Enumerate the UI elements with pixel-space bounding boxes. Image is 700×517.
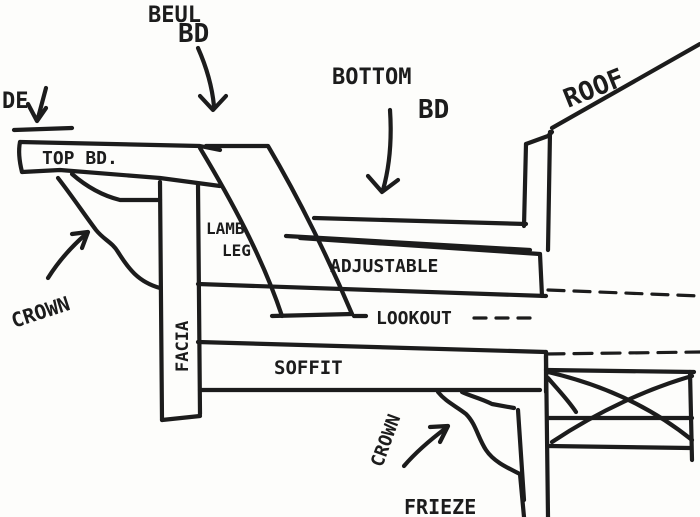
roof-and-wall [521,41,700,253]
top-bd-label: TOP BD. [42,148,118,169]
crown-lower-arrow [401,423,451,469]
wall-framing [543,353,697,517]
lookout-label: LOOKOUT [376,308,452,329]
leg-label: LEG [222,241,251,260]
crown-lower-label: CROWN [367,412,405,470]
facia-board [157,179,203,423]
soffit-board [197,349,549,395]
adjustable-lookout-boards [195,235,549,355]
between-bd-arrow [195,45,229,113]
lookout-extension-dashes [472,288,700,320]
facia-label: FACIA [173,321,193,372]
bottom-label: BOTTOM [332,65,411,90]
adjustable-label: ADJUSTABLE [330,256,438,277]
lamb-leg-board [197,143,355,319]
soffit-extension-dashes [544,350,700,356]
crown-left-label: CROWN [8,291,73,332]
side-arrow [25,85,49,124]
lamb-label: LAMB [206,219,245,238]
between-bd-label: BD [178,19,209,49]
side-partial-label: DE [2,89,29,114]
frieze-label: FRIEZE [404,495,476,517]
crown-molding-lower [435,389,527,517]
soffit-label: SOFFIT [274,357,343,379]
bottom-bd-label: BD [418,95,449,125]
bottom-bd-arrow [365,107,401,195]
roof-label: ROOF [559,63,628,114]
crown-left-arrow [45,229,91,281]
crown-molding-left [55,171,163,291]
between-partial-label: BEUL [148,3,201,28]
